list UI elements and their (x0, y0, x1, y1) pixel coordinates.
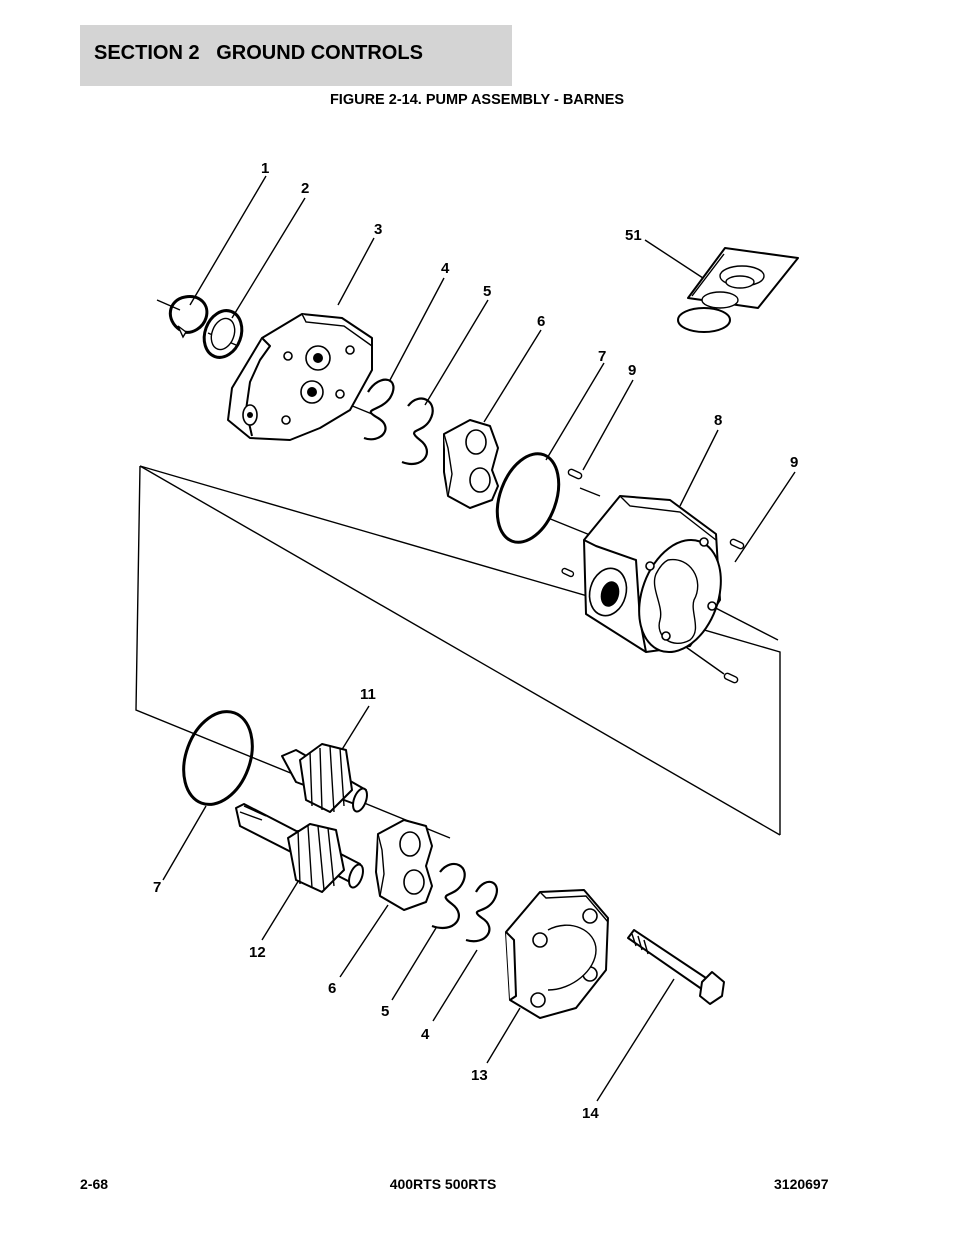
seal-kit (677, 247, 799, 333)
leader-lines (162, 175, 796, 1102)
o-ring-lower (182, 710, 254, 806)
callout-6-lower: 6 (328, 980, 336, 997)
snap-ring (169, 295, 209, 339)
section-title: SECTION 2 GROUND CONTROLS (94, 42, 423, 64)
callout-4-lower: 4 (421, 1026, 430, 1043)
callout-1: 1 (261, 160, 269, 177)
callout-9-upper: 9 (628, 362, 636, 379)
seal-spring-upper (363, 378, 395, 441)
figure-title: FIGURE 2-14. PUMP ASSEMBLY - BARNES (329, 92, 625, 108)
idler-gear (281, 743, 368, 813)
section-header: SECTION 2 GROUND CONTROLS (80, 25, 512, 86)
callout-4-upper: 4 (441, 260, 450, 277)
rear-cover (505, 889, 609, 1019)
callout-6-upper: 6 (537, 313, 545, 330)
wear-plate-lower (375, 819, 433, 911)
wear-plate-upper (443, 419, 499, 509)
front-cover (227, 313, 373, 441)
gear-housing (583, 495, 722, 654)
footer-model: 400RTS 500RTS (389, 1176, 497, 1192)
callout-3: 3 (374, 221, 382, 238)
callout-12: 12 (249, 944, 266, 961)
callout-5-lower: 5 (381, 1003, 389, 1020)
cap-screw (627, 929, 725, 1005)
dowel-pins (561, 468, 745, 684)
drive-gear (235, 803, 364, 893)
callout-5-upper: 5 (483, 283, 491, 300)
callout-7-lower: 7 (153, 879, 161, 896)
callout-2: 2 (301, 180, 309, 197)
seal-spring-lower (465, 880, 498, 943)
o-ring-upper (495, 452, 561, 544)
callout-8: 8 (714, 412, 722, 429)
callout-9-lower: 9 (790, 454, 798, 471)
backup-seal-upper (401, 397, 434, 465)
callout-7-upper: 7 (598, 348, 606, 365)
callout-14: 14 (582, 1105, 599, 1122)
callout-11: 11 (360, 686, 376, 703)
shaft-seal (202, 309, 244, 359)
callout-51: 51 (625, 227, 642, 244)
callout-13: 13 (471, 1067, 488, 1084)
backup-seal-lower (431, 862, 466, 929)
footer-document-number: 3120697 (774, 1176, 829, 1192)
callout-labels: 1 2 3 4 5 6 7 9 8 9 51 11 7 12 6 5 4 13 … (153, 160, 798, 1122)
footer-page-number: 2-68 (80, 1176, 109, 1192)
